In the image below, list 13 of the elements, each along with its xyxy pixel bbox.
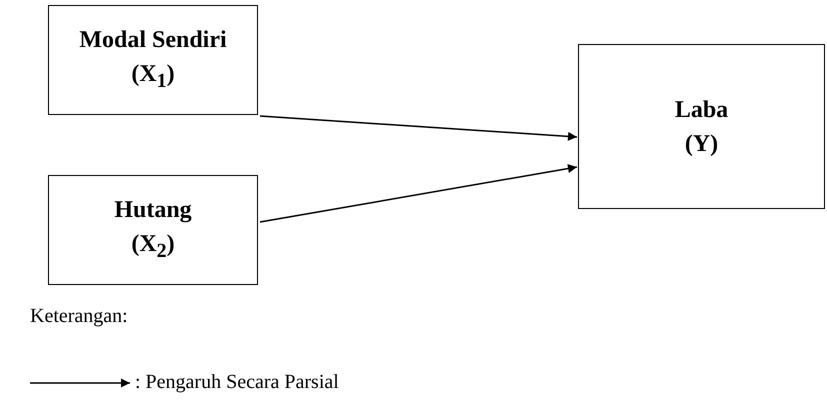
box-label: (X$_{1}$): [131, 60, 175, 94]
variable-box: [48, 175, 258, 285]
box-label: Modal Sendiri: [79, 26, 227, 55]
variable-box: [48, 5, 258, 115]
box-label: (X$_{2}$): [131, 230, 175, 264]
box-label: Hutang: [114, 196, 192, 225]
box-label: Laba: [674, 96, 728, 124]
arrow: [260, 164, 578, 223]
box-label: (Y): [684, 130, 718, 158]
legend-text: : Pengaruh Secara Parsial: [135, 371, 339, 394]
variable-box: [578, 44, 825, 209]
arrow: [260, 115, 578, 141]
note-text: Keterangan:: [30, 305, 128, 328]
